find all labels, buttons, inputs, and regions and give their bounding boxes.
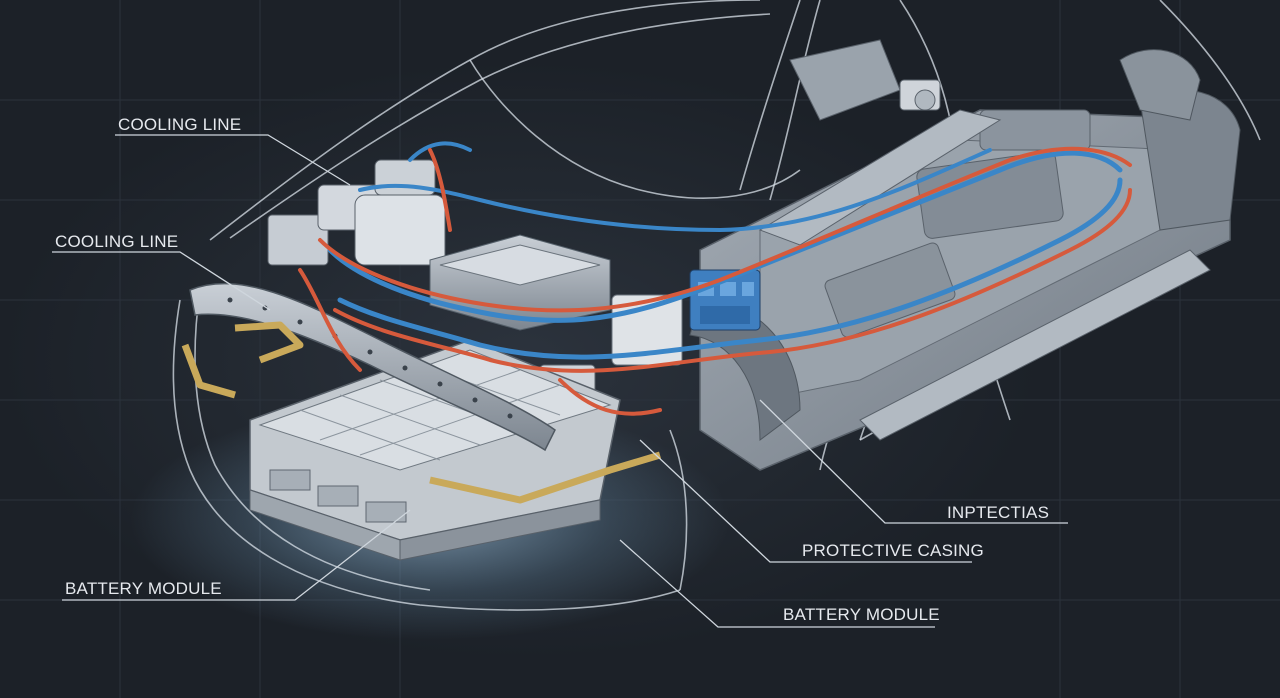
leader-cooling-line-top (115, 134, 351, 186)
high-voltage-lines (298, 146, 1132, 416)
leader-inptectias (759, 399, 1068, 524)
callout-inptectias: INPTECTIAS (947, 503, 1050, 522)
leader-battery-module-left (62, 509, 411, 601)
chassis-floor (689, 39, 1241, 471)
callout-cooling-line-top: COOLING LINE (118, 115, 242, 134)
callout-battery-module-right: BATTERY MODULE (783, 605, 940, 624)
callout-battery-module-left: BATTERY MODULE (65, 579, 222, 598)
leader-cooling-line-mid (52, 251, 271, 311)
mounting-brackets (181, 321, 662, 504)
leader-battery-module-right (619, 539, 935, 628)
leader-protective-casing (639, 439, 972, 563)
callout-leader-lines (52, 134, 1068, 628)
coolant-lines (327, 141, 1123, 360)
callout-cooling-line-mid: COOLING LINE (55, 232, 179, 251)
callout-protective-casing: PROTECTIVE CASING (802, 541, 984, 560)
